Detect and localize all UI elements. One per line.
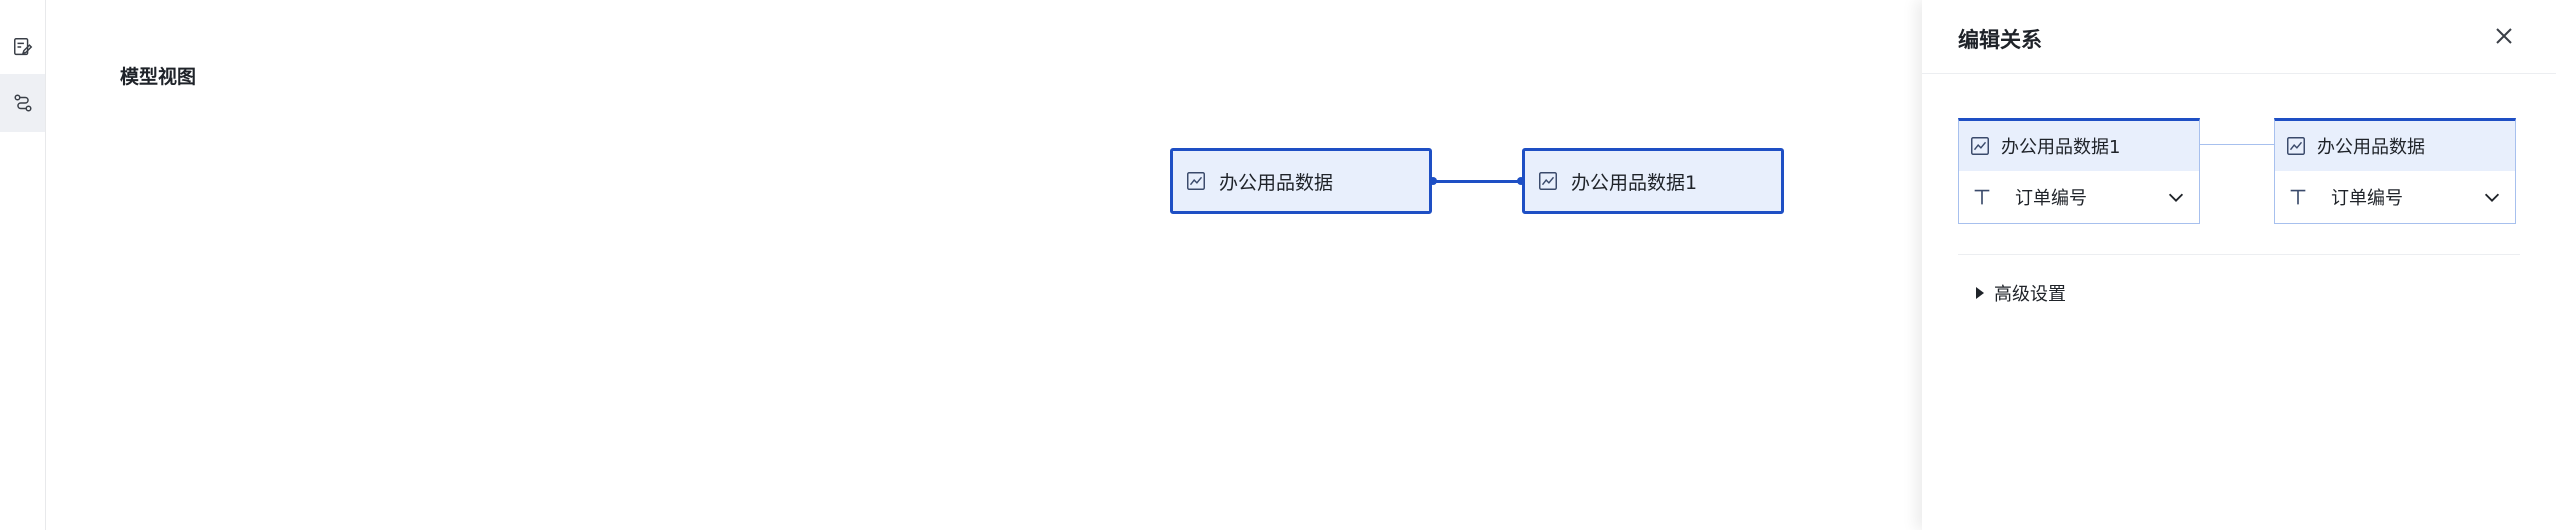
text-type-icon [1971,186,1993,208]
field-name: 订单编号 [2015,188,2087,209]
relation-connector[interactable] [1432,180,1522,183]
relation-link-line [2200,144,2274,145]
connector-end-dot [1517,177,1525,185]
field-select-left[interactable]: 订单编号 [1959,171,2199,223]
edit-relation-panel: 编辑关系 办公用品数据1 订单编号 [1922,0,2556,530]
field-select-right[interactable]: 订单编号 [2275,171,2515,223]
table-header: 办公用品数据 [2275,121,2515,171]
page-title: 模型视图 [120,66,197,88]
model-node-2[interactable]: 办公用品数据1 [1522,148,1784,214]
relation-icon [13,94,32,112]
relation-table-left: 办公用品数据1 订单编号 [1958,118,2200,224]
caret-right-icon [1976,287,1984,299]
edit-data-icon [13,38,32,56]
panel-header: 编辑关系 [1922,0,2556,74]
advanced-settings-label: 高级设置 [1994,284,2066,305]
connector-start-dot [1429,177,1437,185]
table-name: 办公用品数据 [2317,137,2425,158]
panel-divider [1958,254,2520,255]
chart-icon [1185,170,1207,192]
panel-title: 编辑关系 [1958,28,2042,52]
node-label: 办公用品数据1 [1571,171,1698,194]
node-label: 办公用品数据 [1219,171,1334,194]
close-icon [2496,28,2512,44]
chart-icon [1969,135,1991,157]
table-name: 办公用品数据1 [2001,137,2121,158]
field-name: 订单编号 [2331,188,2403,209]
rail-item-relations[interactable] [0,74,45,132]
close-button[interactable] [2490,22,2518,50]
chevron-down-icon[interactable] [2481,186,2503,208]
text-type-icon [2287,186,2309,208]
chevron-down-icon[interactable] [2165,186,2187,208]
model-node-1[interactable]: 办公用品数据 [1170,148,1432,214]
table-header: 办公用品数据1 [1959,121,2199,171]
chart-icon [2285,135,2307,157]
rail-item-data-edit[interactable] [0,18,45,76]
left-rail [0,0,46,530]
advanced-settings-toggle[interactable]: 高级设置 [1976,280,2066,306]
relation-table-right: 办公用品数据 订单编号 [2274,118,2516,224]
chart-icon [1537,170,1559,192]
